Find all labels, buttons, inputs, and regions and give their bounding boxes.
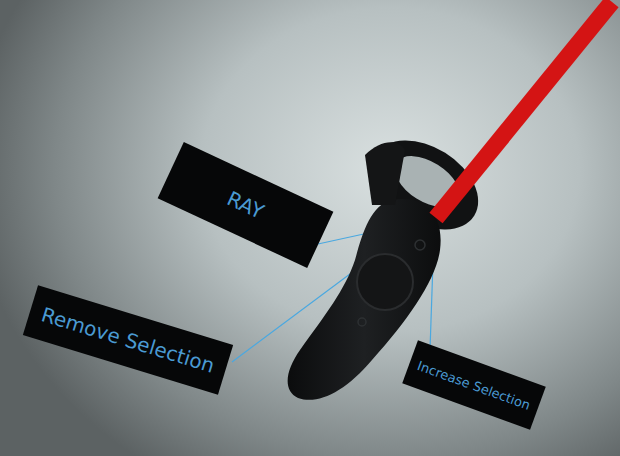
menu-button: [415, 240, 425, 250]
label-box: RAY: [157, 142, 333, 268]
label-text: RAY: [223, 186, 267, 224]
selection-ray: [436, 2, 612, 218]
label-text: Remove Selection: [39, 302, 218, 377]
controller-neck: [365, 142, 405, 205]
system-button: [358, 318, 366, 326]
trackpad: [357, 254, 413, 310]
label-box: Increase Selection: [402, 340, 546, 430]
label-text: Increase Selection: [415, 358, 532, 413]
label-box: Remove Selection: [23, 285, 233, 394]
